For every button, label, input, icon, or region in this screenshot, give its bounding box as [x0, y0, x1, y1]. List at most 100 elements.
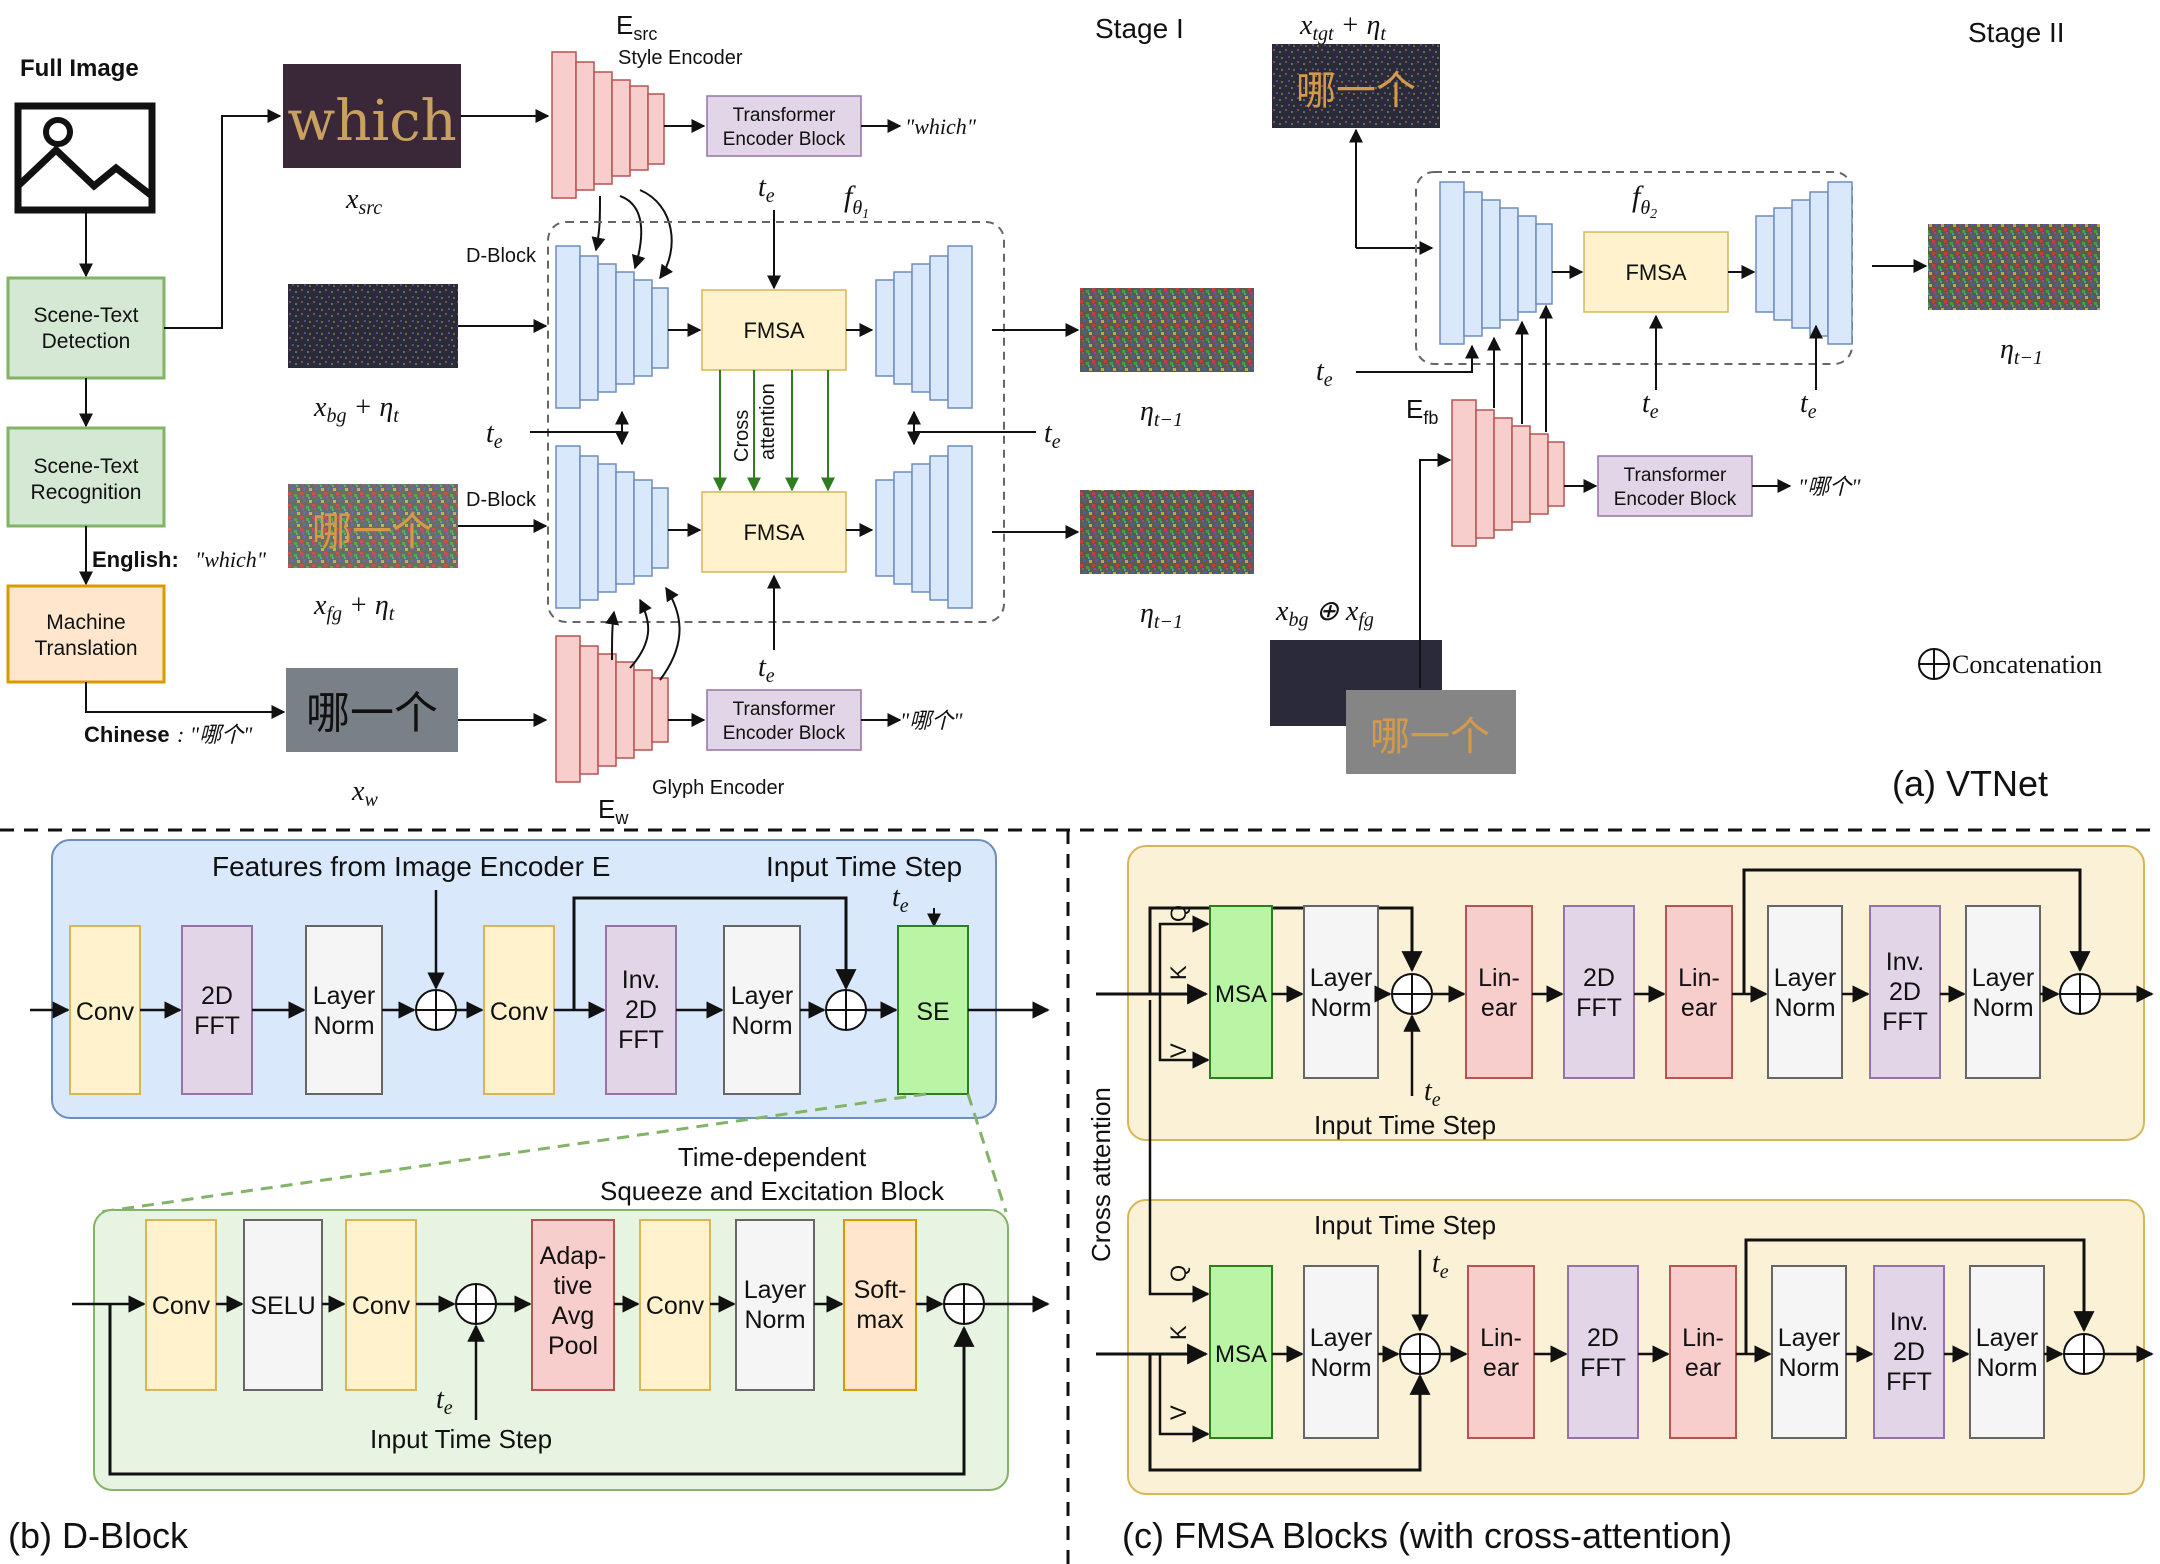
fmsa-top-ln-3: [1965, 905, 2041, 1079]
e-w-label: Ew: [598, 794, 629, 828]
dblock-conv-1: [69, 925, 141, 1095]
fmsa-top-k: K: [1166, 965, 1191, 980]
se-ln-label-1: Layer: [744, 1276, 807, 1304]
dblock-se-box: [897, 925, 969, 1095]
dblock-conv-2: [483, 925, 555, 1095]
se-layernorm: [735, 1219, 815, 1391]
x-fg-label: xfg + ηt: [313, 590, 395, 625]
stage2-encoder: [1439, 181, 1553, 345]
te-bottom-fmsa: te: [758, 652, 775, 687]
recognition-label-2: Recognition: [31, 481, 142, 504]
stage2-decoder: [1755, 181, 1853, 345]
cross-attention-word-1: Cross: [731, 410, 753, 462]
english-prefix: English:: [92, 547, 179, 572]
se-title-2: Squeeze and Excitation Block: [600, 1176, 945, 1206]
x-w-word: 哪一个: [306, 688, 438, 739]
translation-label-1: Machine: [46, 611, 125, 634]
scene-text-recognition-box: [6, 426, 166, 528]
dblock-layernorm-2: [723, 925, 801, 1095]
x-fg-image-stage2: [1346, 690, 1516, 774]
dblock-layernorm-1: [305, 925, 383, 1095]
stage2-te-decoder: te: [1800, 388, 1817, 423]
dblock-fft-label-1: 2D: [201, 982, 233, 1010]
fmsa-top-input-time-step: Input Time Step: [1314, 1110, 1496, 1140]
x-fg-noise-image: [288, 484, 458, 568]
fmsa-bottom-add-2-icon: [2063, 1333, 2105, 1375]
dblock-ln-1-label-1: Layer: [313, 982, 376, 1010]
fmsa-top-msa-label: MSA: [1215, 981, 1267, 1008]
x-tgt-word: 哪一个: [1296, 68, 1416, 114]
stage2-fb-encoder: [1451, 399, 1565, 547]
glyph-transformer-label-1: Transformer: [733, 699, 836, 720]
fmsa-top-add-1-icon: [1391, 973, 1433, 1015]
detection-label-2: Detection: [42, 330, 131, 353]
dblock-bottom-encoder: [555, 445, 669, 609]
image-icon: [14, 102, 156, 214]
fmsa-bottom-ifft-l2: 2D: [1893, 1338, 1925, 1366]
fmsa-bottom-ln-1: [1303, 1265, 1379, 1439]
fmsa-top-lin1-l2: ear: [1481, 994, 1517, 1022]
eta-bottom-image: [1080, 490, 1254, 574]
dblock-inv-fft-label-3: FFT: [618, 1026, 664, 1054]
x-bg-noise-image: [288, 284, 458, 368]
se-input-time-step: Input Time Step: [370, 1424, 552, 1454]
dblock-top-label: D-Block: [466, 245, 537, 267]
concat-label: Concatenation: [1952, 650, 2102, 679]
dblock-input-time-step: Input Time Step: [766, 851, 962, 882]
detection-label-1: Scene-Text: [33, 304, 138, 327]
fmsa-top-ln2-l1: Layer: [1774, 964, 1837, 992]
dblock-add-1-icon: [415, 989, 457, 1031]
se-title-1: Time-dependent: [678, 1142, 867, 1172]
x-fg-word-stage2: 哪一个: [1370, 714, 1490, 760]
se-pool-label-1: Adap-: [540, 1242, 607, 1270]
f-theta1-label: fθ1: [844, 180, 869, 222]
se-softmax: [843, 1219, 917, 1391]
dblock-fft-label-2: FFT: [194, 1012, 240, 1040]
se-pool-label-4: Pool: [548, 1332, 598, 1360]
x-src-image: [283, 64, 461, 168]
fmsa-bottom-ln2-l1: Layer: [1778, 1324, 1841, 1352]
fmsa-top-ifft-l2: 2D: [1889, 978, 1921, 1006]
fmsa-bottom-ln2-l2: Norm: [1778, 1354, 1839, 1382]
x-tgt-image: [1272, 44, 1440, 128]
dblock-ln-1-label-2: Norm: [313, 1012, 374, 1040]
se-conv-3-label: Conv: [646, 1292, 705, 1320]
fmsa-top-ln3-l2: Norm: [1972, 994, 2033, 1022]
se-pool-label-2: tive: [554, 1272, 593, 1300]
fmsa-bottom-ln-2: [1771, 1265, 1847, 1439]
stage2-te-fmsa: te: [1642, 388, 1659, 423]
stage2-transformer-label-1: Transformer: [1624, 465, 1727, 486]
cross-attention-word-2: attention: [757, 383, 779, 460]
fmsa-bottom-lin2-l2: ear: [1685, 1354, 1721, 1382]
f-theta1-container: [547, 221, 1005, 623]
dblock-inv-fft-label-2: 2D: [625, 996, 657, 1024]
style-transformer-label-1: Transformer: [733, 105, 836, 126]
dblock-top-decoder: [875, 245, 973, 409]
fmsa-bottom-input-time-step: Input Time Step: [1314, 1210, 1496, 1240]
x-src-label: xsrc: [345, 184, 382, 219]
x-fg-word: 哪一个: [312, 509, 432, 555]
fmsa-bottom-ln-3: [1969, 1265, 2045, 1439]
fmsa-top-msa: [1209, 905, 1273, 1079]
style-encoder-blocks: [551, 51, 665, 199]
se-adaptive-pool: [531, 1219, 615, 1391]
x-w-label: xw: [351, 776, 378, 811]
dblock-se-label: SE: [916, 998, 949, 1026]
se-conv-2-label: Conv: [352, 1292, 411, 1320]
dblock-ln-2-label-1: Layer: [731, 982, 794, 1010]
fmsa-top-lin2-l1: Lin-: [1678, 964, 1720, 992]
glyph-transformer-label-2: Encoder Block: [723, 723, 846, 744]
se-pool-label-3: Avg: [552, 1302, 595, 1330]
cross-attention-arrows: [713, 370, 835, 492]
fmsa-bottom-linear-1: [1467, 1265, 1535, 1439]
dblock-top-encoder: [555, 245, 669, 409]
fmsa-bottom-ifft-l3: FFT: [1886, 1368, 1932, 1396]
e-src-label: Esrc: [616, 10, 657, 44]
style-transformer-label-2: Encoder Block: [723, 129, 846, 150]
fmsa-bottom-fft-l2: FFT: [1580, 1354, 1626, 1382]
fmsa-top-ifft-l1: Inv.: [1886, 948, 1924, 976]
se-conv-1-label: Conv: [152, 1292, 211, 1320]
fmsa-top-add-2-icon: [2059, 973, 2101, 1015]
glyph-transformer-box: [706, 689, 862, 751]
